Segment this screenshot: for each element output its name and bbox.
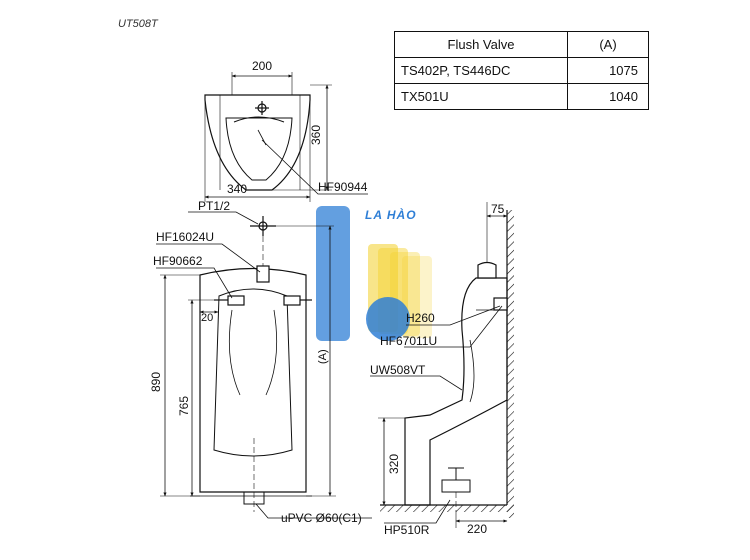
dim-side-floor: 220 — [467, 522, 487, 536]
spec-header-a: (A) — [567, 31, 649, 58]
spec-table-row: TX501U 1040 — [394, 83, 649, 110]
label-hf67011u: HF67011U — [380, 334, 437, 348]
flush-valve-spec-table: Flush Valve (A) TS402P, TS446DC 1075 TX5… — [394, 31, 649, 110]
dim-side-wall: 75 — [491, 202, 505, 216]
spec-table-header-row: Flush Valve (A) — [394, 31, 649, 58]
side-view — [370, 202, 514, 528]
watermark-logo: LA HÀO — [316, 206, 432, 341]
dim-top-bottom-width: 340 — [227, 182, 247, 196]
dim-top-depth: 360 — [309, 125, 323, 145]
dim-front-offset: 20 — [201, 312, 213, 324]
model-name: UT508T — [118, 18, 159, 30]
label-hf90662: HF90662 — [153, 254, 203, 268]
dim-side-height: 320 — [387, 454, 401, 474]
label-hf90944: HF90944 — [318, 180, 368, 194]
spec-cell-a: 1075 — [567, 57, 649, 84]
spec-cell-a: 1040 — [567, 83, 649, 110]
top-view — [204, 72, 368, 202]
spec-header-flush-valve: Flush Valve — [394, 31, 568, 58]
dim-front-a: (A) — [317, 349, 329, 364]
label-uw508vt: UW508VT — [370, 363, 426, 377]
front-view — [156, 211, 372, 519]
label-hf16024u: HF16024U — [156, 230, 214, 244]
label-hp510r: HP510R — [384, 523, 430, 537]
dim-top-width: 200 — [252, 59, 272, 73]
dim-front-total-height: 890 — [149, 372, 163, 392]
watermark-text: LA HÀO — [365, 207, 417, 222]
label-outlet-upvc: uPVC Ø60(C1) — [281, 511, 362, 525]
dim-front-inner-height: 765 — [177, 396, 191, 416]
dim-side-h260: H260 — [406, 311, 435, 325]
label-pt12: PT1/2 — [198, 199, 230, 213]
